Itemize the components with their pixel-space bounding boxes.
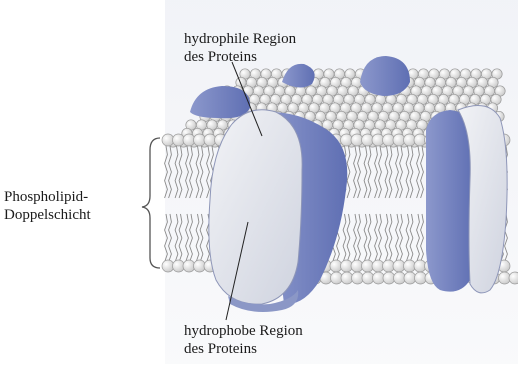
hydrophilic-region-label: hydrophile Region des Proteins bbox=[184, 30, 296, 66]
protein-large bbox=[209, 110, 302, 304]
bilayer-label: Phospholipid- Doppelschicht bbox=[4, 188, 91, 224]
hydrophilic-label-line-2: des Proteins bbox=[184, 48, 296, 66]
hydrophobic-region-label: hydrophobe Region des Proteins bbox=[184, 322, 303, 358]
bilayer-label-line-1: Phospholipid- bbox=[4, 188, 91, 206]
hydrophilic-label-line-1: hydrophile Region bbox=[184, 30, 296, 48]
bilayer-bracket bbox=[142, 138, 160, 268]
lipid-head bbox=[509, 272, 518, 284]
protein-right-dark bbox=[426, 110, 474, 292]
bilayer-label-line-2: Doppelschicht bbox=[4, 206, 91, 224]
hydrophobic-label-line-2: des Proteins bbox=[184, 340, 303, 358]
hydrophobic-label-line-1: hydrophobe Region bbox=[184, 322, 303, 340]
